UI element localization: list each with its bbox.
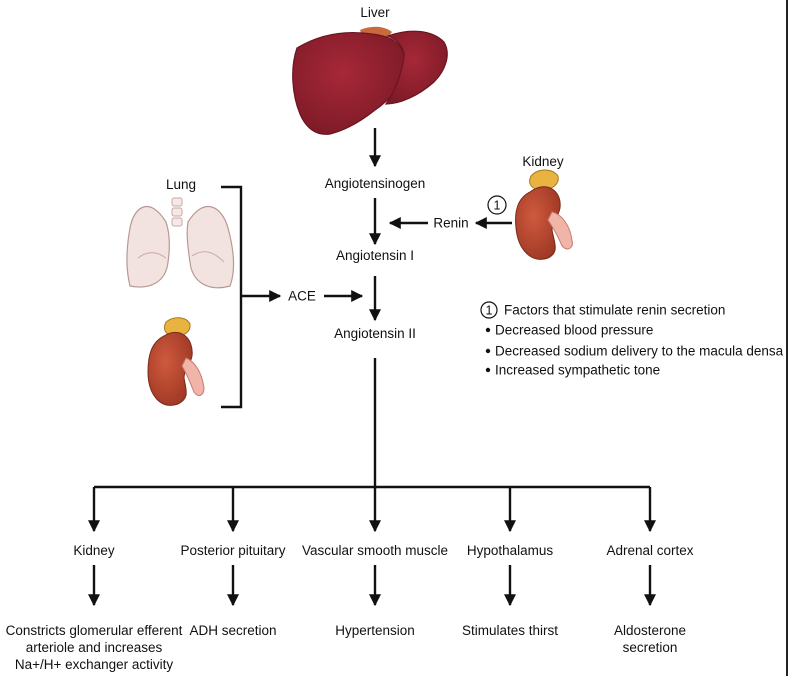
- liver-icon: [292, 26, 448, 135]
- lung-icon: [126, 197, 235, 289]
- factors-marker-number: 1: [486, 304, 493, 318]
- effect-adrenal-cortex-line: secretion: [623, 640, 678, 655]
- factor-item: Decreased blood pressure: [495, 323, 653, 338]
- factors-title: Factors that stimulate renin secretion: [504, 303, 725, 318]
- kidney-icon: [515, 169, 573, 260]
- kidney-top-label: Kidney: [522, 154, 564, 169]
- effect-adrenal-cortex-line: Aldosterone: [614, 623, 686, 638]
- factor-bullet: [485, 348, 491, 354]
- target-adrenal-cortex-label: Adrenal cortex: [606, 543, 693, 558]
- target-posterior-pituitary-label: Posterior pituitary: [180, 543, 285, 558]
- effect-kidney-line: Na+/H+ exchanger activity: [15, 657, 174, 672]
- angiotensin-2-label: Angiotensin II: [334, 326, 416, 341]
- effect-vascular-smooth-muscle-line: Hypertension: [335, 623, 415, 638]
- factor-bullet: [485, 327, 491, 333]
- renin-marker: [487, 195, 507, 215]
- effect-posterior-pituitary-line: ADH secretion: [189, 623, 276, 638]
- factor-item: Increased sympathetic tone: [495, 363, 660, 378]
- ace-label: ACE: [288, 289, 316, 304]
- liver-label: Liver: [360, 5, 390, 20]
- effect-kidney-line: Constricts glomerular efferent: [6, 623, 183, 638]
- effect-kidney-line: arteriole and increases: [26, 640, 163, 655]
- angiotensinogen-label: Angiotensinogen: [325, 176, 426, 191]
- lung-label: Lung: [166, 177, 196, 192]
- factors-marker: [480, 301, 498, 319]
- factor-item: Decreased sodium delivery to the macula …: [495, 344, 784, 359]
- factor-bullet: [485, 367, 491, 373]
- angiotensin-1-label: Angiotensin I: [336, 248, 414, 263]
- kidney-icon: [147, 317, 205, 406]
- target-hypothalamus-label: Hypothalamus: [467, 543, 554, 558]
- effect-hypothalamus-line: Stimulates thirst: [462, 623, 558, 638]
- renin-label: Renin: [433, 216, 468, 231]
- renin-marker-number: 1: [494, 199, 501, 213]
- target-vascular-smooth-muscle-label: Vascular smooth muscle: [302, 543, 448, 558]
- target-kidney-label: Kidney: [73, 543, 115, 558]
